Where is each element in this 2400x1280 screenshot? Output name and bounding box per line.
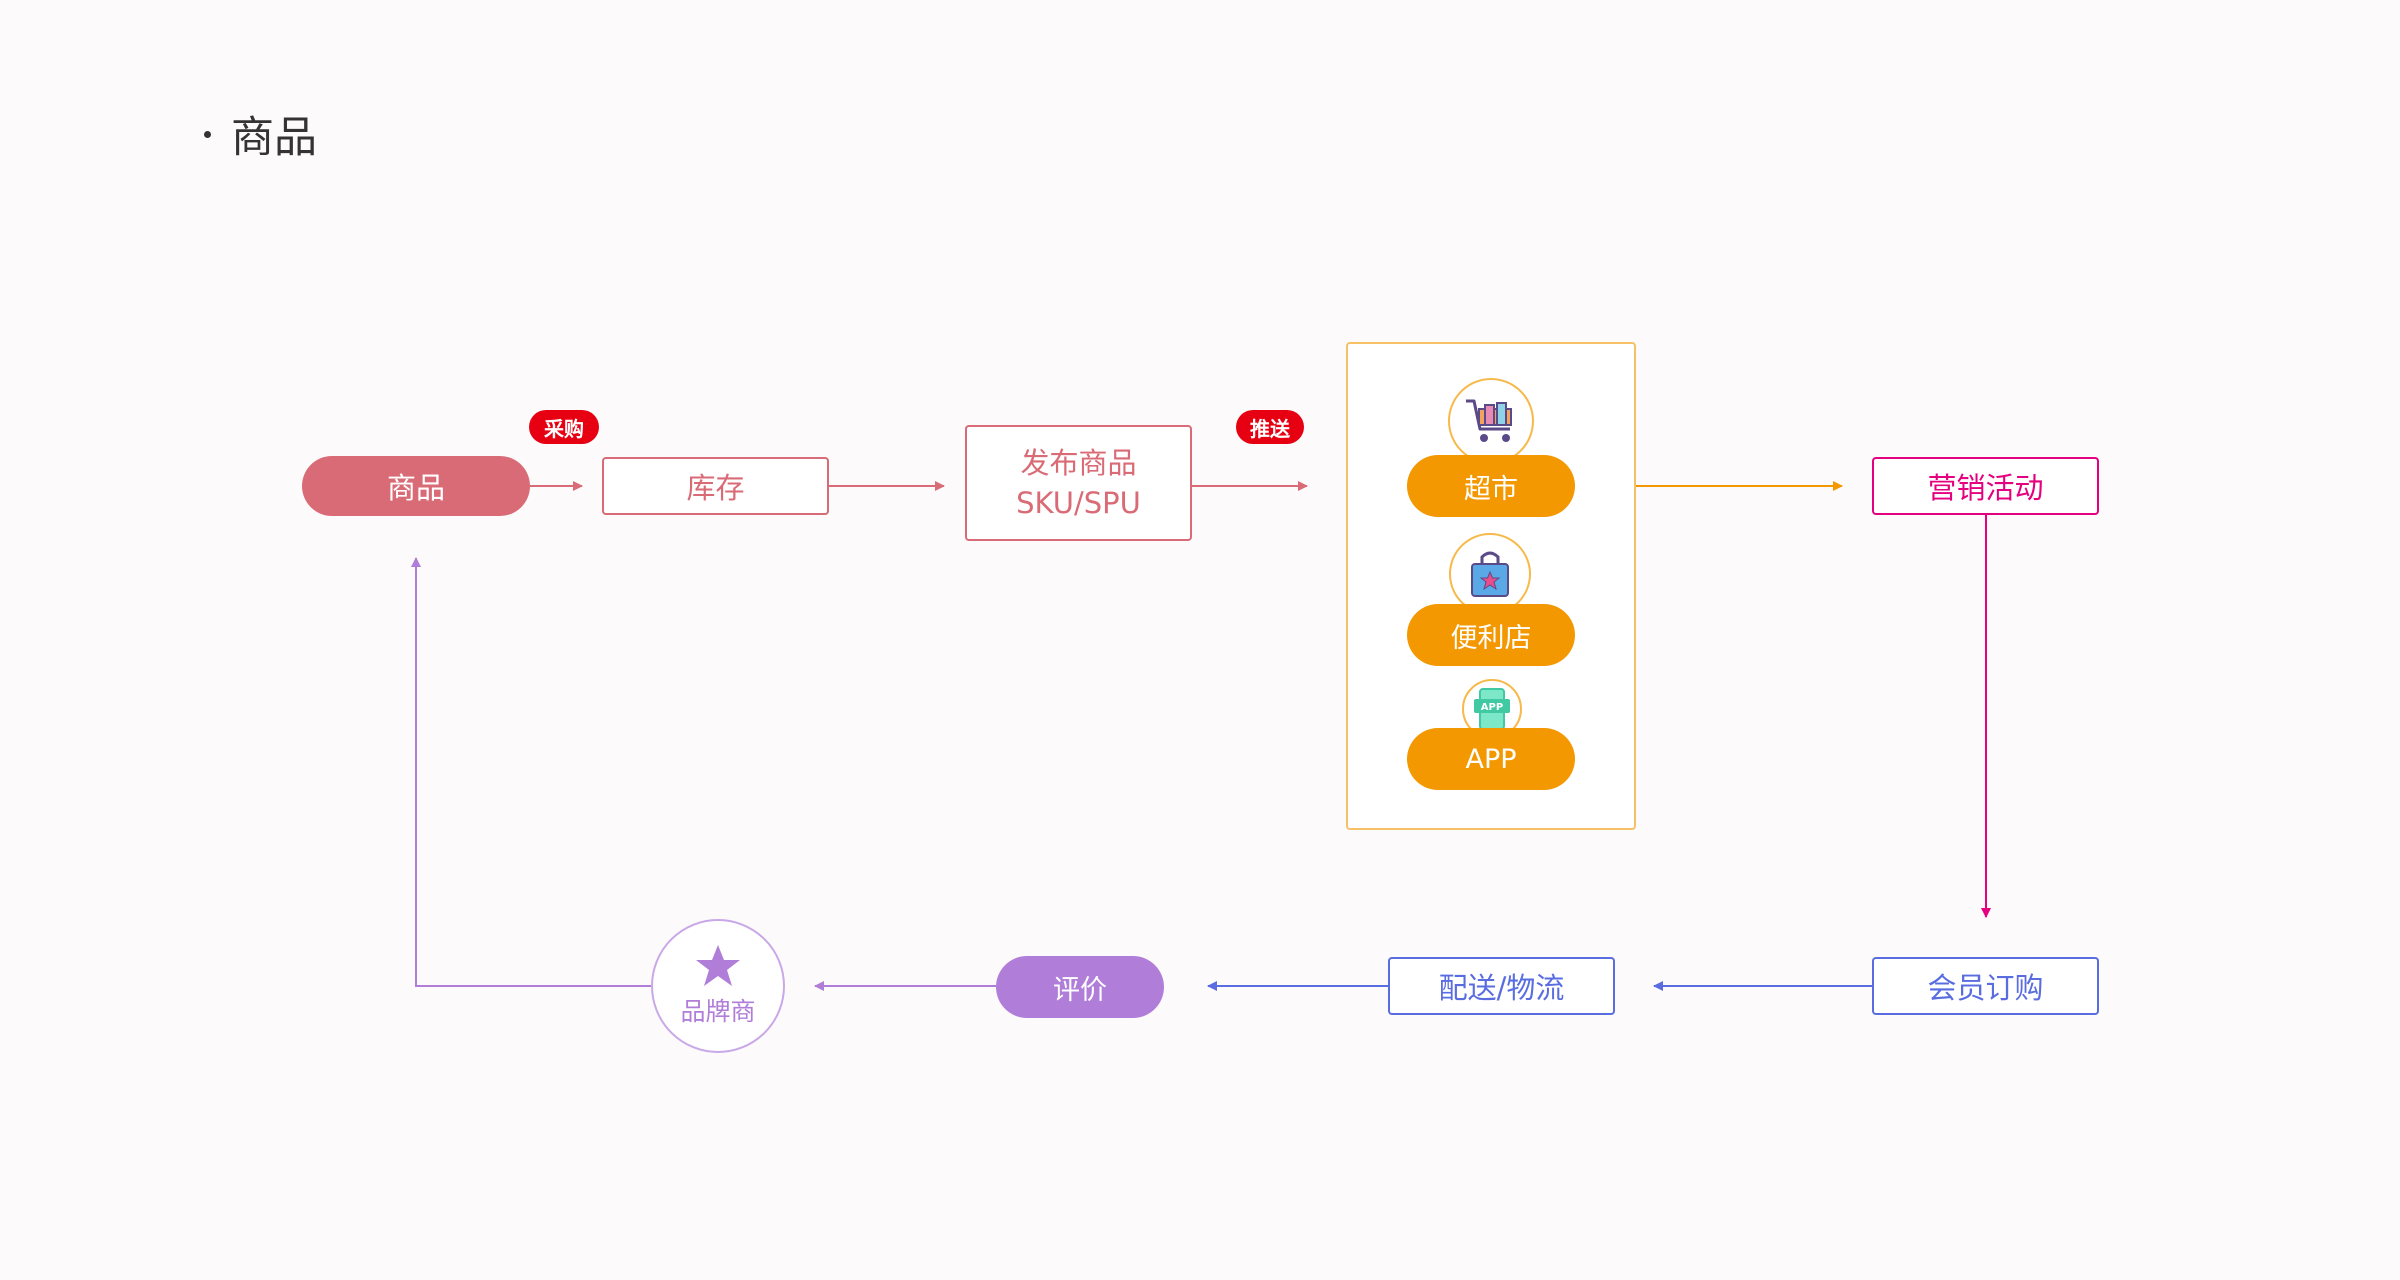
node-publish-line1: 发布商品 <box>1020 446 1137 480</box>
node-publish-line2: SKU/SPU <box>1016 486 1141 520</box>
node-brand: 品牌商 <box>651 919 785 1053</box>
node-review-label: 评价 <box>1053 974 1107 1006</box>
supermarket-icon-circle <box>1448 378 1534 464</box>
node-product: 商品 <box>302 456 530 516</box>
node-convenience-store: 便利店 <box>1407 604 1575 666</box>
node-app: APP <box>1407 728 1575 790</box>
node-marketing-label: 营销活动 <box>1927 471 2044 505</box>
node-review: 评价 <box>996 956 1164 1018</box>
convenience-store-icon-circle <box>1449 533 1531 615</box>
svg-text:APP: APP <box>1481 702 1503 713</box>
node-supermarket-label: 超市 <box>1464 473 1518 505</box>
shopping-bag-icon <box>1471 551 1509 597</box>
node-member-order-label: 会员订购 <box>1927 971 2044 1005</box>
page-title: 商品 <box>204 104 317 164</box>
node-convenience-store-label: 便利店 <box>1450 622 1532 654</box>
badge-purchase: 采购 <box>529 410 599 444</box>
node-member-order: 会员订购 <box>1872 957 2099 1015</box>
shopping-cart-icon <box>1466 399 1512 442</box>
node-delivery-label: 配送/物流 <box>1438 971 1565 1005</box>
node-brand-label: 品牌商 <box>680 997 756 1026</box>
badge-purchase-label: 采购 <box>544 416 584 441</box>
arrow-brand-to-product <box>411 557 651 987</box>
badge-push: 推送 <box>1236 410 1304 444</box>
node-supermarket: 超市 <box>1407 455 1575 517</box>
node-product-label: 商品 <box>386 471 445 505</box>
page-title-text: 商品 <box>231 113 317 163</box>
node-publish-product: 发布商品 SKU/SPU <box>965 425 1192 541</box>
app-phone-icon: APP <box>1474 688 1510 730</box>
bullet-dot <box>204 130 211 138</box>
badge-push-label: 推送 <box>1250 416 1290 441</box>
node-inventory-label: 库存 <box>686 471 745 505</box>
node-marketing: 营销活动 <box>1872 457 2099 515</box>
node-app-label: APP <box>1465 743 1517 775</box>
node-inventory: 库存 <box>602 457 829 515</box>
star-icon <box>696 945 740 986</box>
node-delivery: 配送/物流 <box>1388 957 1615 1015</box>
